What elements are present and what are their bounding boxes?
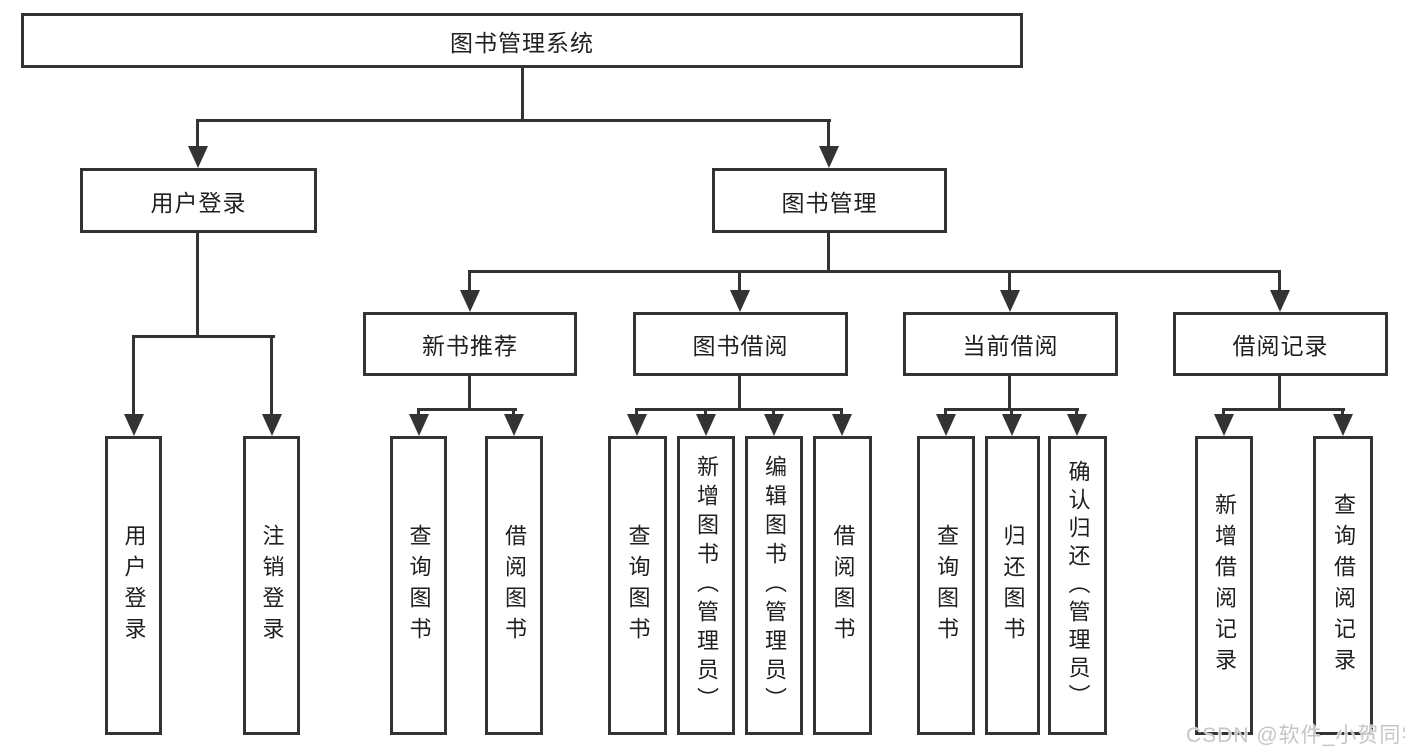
node-label: 用户登录	[150, 189, 247, 216]
arrow-down-icon	[409, 414, 429, 436]
node-query-books-current: 查询图书	[917, 436, 975, 735]
node-label: 查询图书	[406, 523, 432, 648]
node-borrowing-records: 借阅记录	[1173, 312, 1388, 376]
node-borrow-books-borrowing: 借阅图书	[813, 436, 872, 735]
connector-line	[1341, 408, 1344, 417]
connector-line	[1010, 408, 1013, 417]
node-label: 图书借阅	[692, 333, 789, 359]
node-edit-books-admin: 编辑图书（管理员）	[745, 436, 803, 735]
node-add-books-admin: 新增图书（管理员）	[677, 436, 735, 735]
arrow-down-icon	[730, 290, 750, 312]
connector-line	[1222, 408, 1225, 417]
node-label: 查询图书	[934, 523, 959, 648]
node-query-books-recommend: 查询图书	[390, 436, 447, 735]
connector-line	[635, 408, 638, 417]
node-borrow-books-recommend: 借阅图书	[485, 436, 543, 735]
node-label: 用户登录	[121, 523, 147, 648]
connector-line	[635, 408, 843, 411]
arrow-down-icon	[460, 290, 480, 312]
arrow-down-icon	[1333, 414, 1353, 436]
connector-line	[704, 408, 707, 417]
arrow-down-icon	[1002, 414, 1022, 436]
arrow-down-icon	[819, 146, 839, 168]
node-user-login-action: 用户登录	[105, 436, 162, 735]
node-book-borrowing: 图书借阅	[633, 312, 848, 376]
watermark: CSDN @软件_小贺同学	[1186, 724, 1405, 747]
node-query-borrow-record: 查询借阅记录	[1313, 436, 1373, 735]
connector-line	[196, 119, 831, 122]
node-book-management: 图书管理	[712, 168, 947, 233]
node-current-borrowing: 当前借阅	[903, 312, 1118, 376]
node-label: 图书管理	[781, 189, 878, 216]
node-label: 确认归还（管理员）	[1065, 459, 1091, 712]
connector-line	[1008, 376, 1011, 411]
connector-line	[827, 233, 830, 273]
connector-line	[1008, 270, 1011, 294]
connector-line	[512, 408, 515, 417]
connector-line	[772, 408, 775, 417]
node-label: 借阅图书	[830, 523, 856, 648]
connector-line	[132, 335, 275, 338]
arrow-down-icon	[1067, 414, 1087, 436]
node-label: 归还图书	[1000, 523, 1026, 648]
connector-line	[196, 233, 199, 338]
node-confirm-return-admin: 确认归还（管理员）	[1048, 436, 1107, 735]
connector-line	[417, 408, 420, 417]
arrow-down-icon	[504, 414, 524, 436]
node-user-login: 用户登录	[80, 168, 317, 233]
node-new-book-recommend: 新书推荐	[363, 312, 577, 376]
connector-line	[944, 408, 947, 417]
node-label: 新书推荐	[422, 333, 518, 359]
node-label: 注销登录	[259, 523, 285, 648]
connector-line	[196, 119, 199, 149]
node-logout-action: 注销登录	[243, 436, 300, 735]
connector-line	[132, 335, 135, 417]
arrow-down-icon	[1214, 414, 1234, 436]
connector-line	[840, 408, 843, 417]
arrow-down-icon	[262, 414, 282, 436]
node-label: 图书管理系统	[450, 29, 594, 56]
connector-line	[1278, 270, 1281, 294]
node-label: 编辑图书（管理员）	[762, 455, 787, 716]
connector-line	[270, 335, 273, 417]
node-return-books: 归还图书	[985, 436, 1040, 735]
connector-line	[521, 68, 524, 122]
arrow-down-icon	[1270, 290, 1290, 312]
connector-line	[468, 376, 471, 411]
node-label: 新增借阅记录	[1212, 492, 1237, 679]
arrow-down-icon	[124, 414, 144, 436]
connector-line	[468, 270, 1281, 273]
node-library-system: 图书管理系统	[21, 13, 1023, 68]
arrow-down-icon	[936, 414, 956, 436]
node-label: 新增图书（管理员）	[694, 455, 719, 716]
node-label: 借阅图书	[502, 523, 527, 648]
connector-line	[827, 119, 830, 149]
connector-line	[1075, 408, 1078, 417]
node-label: 查询借阅记录	[1331, 492, 1356, 679]
node-query-books-borrowing: 查询图书	[608, 436, 667, 735]
connector-line	[738, 376, 741, 411]
arrow-down-icon	[1000, 290, 1020, 312]
node-add-borrow-record: 新增借阅记录	[1195, 436, 1253, 735]
arrow-down-icon	[188, 146, 208, 168]
node-label: 当前借阅	[962, 333, 1059, 359]
connector-line	[738, 270, 741, 294]
connector-line	[1222, 408, 1345, 411]
arrow-down-icon	[832, 414, 852, 436]
arrow-down-icon	[764, 414, 784, 436]
arrow-down-icon	[696, 414, 716, 436]
node-label: 借阅记录	[1232, 333, 1329, 359]
connector-line	[468, 270, 471, 294]
connector-line	[417, 408, 517, 411]
arrow-down-icon	[627, 414, 647, 436]
node-label: 查询图书	[625, 523, 651, 648]
connector-line	[1278, 376, 1281, 411]
